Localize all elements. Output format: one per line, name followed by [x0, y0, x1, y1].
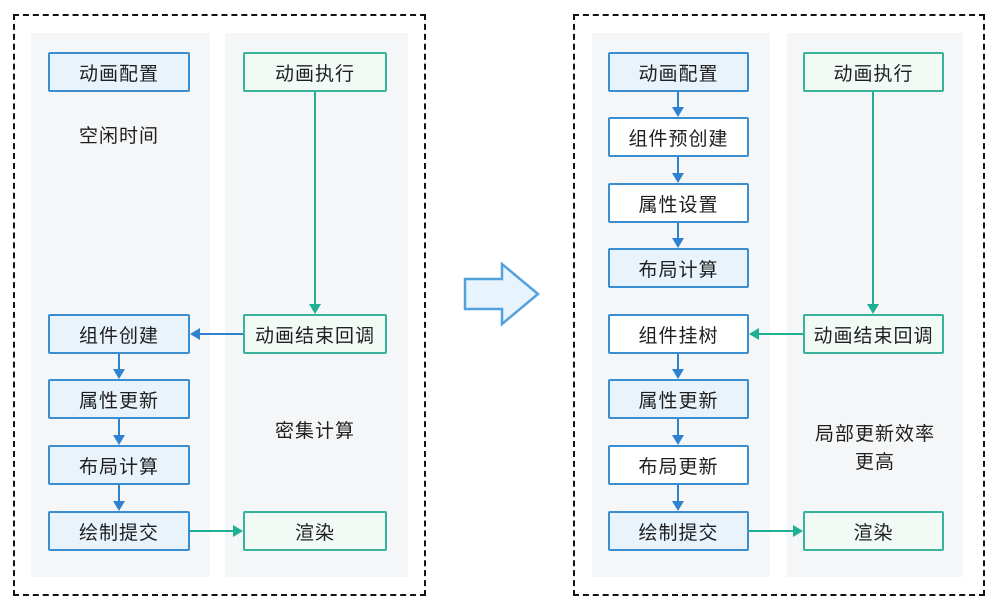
node-label: 布局计算 [638, 258, 719, 281]
node-label: 渲染 [294, 521, 335, 544]
node-label: 动画配置 [78, 62, 159, 85]
node-anim-config: 动画配置 [608, 52, 749, 92]
node-label: 绘制提交 [78, 521, 159, 544]
animation-lane [225, 33, 408, 577]
right-block-arrow [463, 261, 540, 327]
idle-time-label: 空闲时间 [78, 125, 159, 147]
node-layout-update: 布局更新 [608, 445, 749, 485]
node-label: 动画结束回调 [254, 324, 375, 347]
node-label: 组件创建 [78, 324, 159, 347]
node-label: 组件挂树 [638, 324, 719, 347]
transition-arrow-icon [463, 261, 540, 327]
node-label: 绘制提交 [638, 521, 719, 544]
efficiency-note-label: 局部更新效率 更高 [787, 420, 963, 476]
node-anim-exec: 动画执行 [803, 52, 944, 92]
node-layout-calc: 布局计算 [608, 248, 749, 288]
node-attr-set: 属性设置 [608, 183, 749, 223]
node-component-create: 组件创建 [48, 314, 190, 354]
node-label: 动画执行 [274, 62, 355, 85]
panel-before-optimization: 动画配置 空闲时间 组件创建 属性更新 布局计算 绘制提交 动画执行 动画结束回… [13, 14, 426, 596]
dense-compute-label: 密集计算 [274, 420, 355, 442]
node-component-precreate: 组件预创建 [608, 117, 749, 157]
node-label: 属性更新 [638, 389, 719, 412]
node-layout-calc: 布局计算 [48, 445, 190, 485]
main-flow-lane [31, 33, 210, 577]
node-label: 动画配置 [638, 62, 719, 85]
animation-lane [787, 33, 963, 577]
node-label: 组件预创建 [628, 127, 729, 150]
note-line-2: 更高 [854, 451, 895, 473]
node-draw-commit: 绘制提交 [48, 511, 190, 551]
node-anim-exec: 动画执行 [243, 52, 387, 92]
node-label: 属性设置 [638, 193, 719, 216]
node-draw-commit: 绘制提交 [608, 511, 749, 551]
node-anim-end-callback: 动画结束回调 [243, 314, 387, 354]
node-attr-update: 属性更新 [48, 379, 190, 419]
node-label: 布局计算 [78, 455, 159, 478]
node-label: 动画执行 [833, 62, 914, 85]
node-component-mount: 组件挂树 [608, 314, 749, 354]
node-render: 渲染 [803, 511, 944, 551]
node-anim-end-callback: 动画结束回调 [803, 314, 944, 354]
main-flow-lane [592, 33, 770, 577]
node-render: 渲染 [243, 511, 387, 551]
note-line-1: 局部更新效率 [814, 423, 935, 445]
node-label: 渲染 [853, 521, 894, 544]
node-attr-update: 属性更新 [608, 379, 749, 419]
node-label: 布局更新 [638, 455, 719, 478]
panel-after-optimization: 动画配置 组件预创建 属性设置 布局计算 组件挂树 属性更新 布局更新 绘制提交… [573, 14, 985, 596]
node-label: 属性更新 [78, 389, 159, 412]
node-label: 动画结束回调 [813, 324, 934, 347]
node-anim-config: 动画配置 [48, 52, 190, 92]
